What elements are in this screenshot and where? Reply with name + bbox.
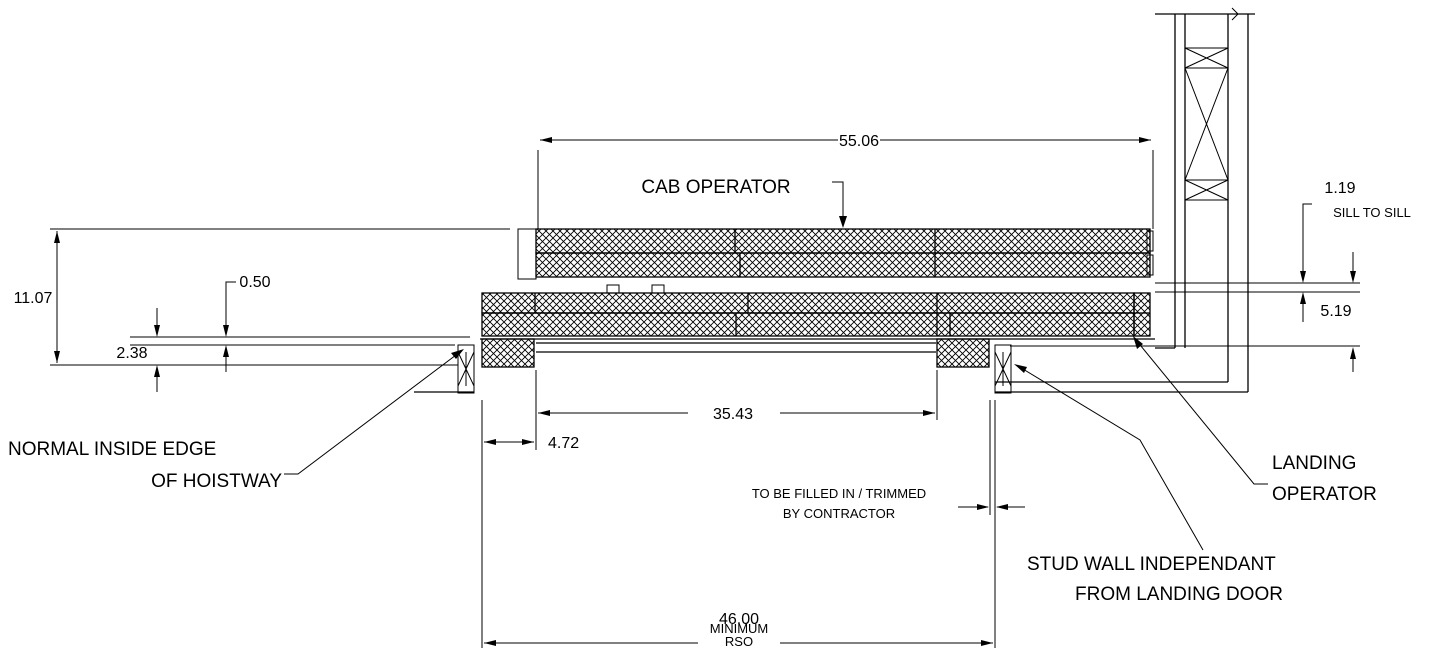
landing-operator-label-line1: LANDING [1272, 453, 1356, 474]
landing-operator-label-line2: OPERATOR [1272, 484, 1377, 505]
normal-edge-label-line2: OF HOISTWAY [151, 471, 282, 492]
cab-operator-label: CAB OPERATOR [641, 177, 790, 198]
dim-4-72-group: 4.72 [484, 435, 579, 452]
dim-2-38: 2.38 [116, 345, 147, 362]
filled-by-contractor-note: TO BE FILLED IN / TRIMMED BY CONTRACTOR [752, 486, 1025, 521]
landing-operator-callout: LANDING OPERATOR [1133, 336, 1377, 505]
dim-sill-to-sill: 1.19 SILL TO SILL [1300, 180, 1411, 322]
stud-wall-label-line1: STUD WALL INDEPENDANT [1027, 554, 1276, 575]
normal-edge-callout: NORMAL INSIDE EDGE OF HOISTWAY [8, 349, 464, 492]
filled-label-line1: TO BE FILLED IN / TRIMMED [752, 486, 926, 501]
dim-0-50-group: 0.50 [223, 274, 271, 372]
cab-operator-callout: CAB OPERATOR [641, 177, 847, 228]
dim-0-50: 0.50 [239, 274, 270, 291]
landing-operator-assembly [480, 284, 1155, 368]
dim-46-00: 46.00 [719, 611, 759, 628]
dim-35-43: 35.43 [713, 406, 753, 423]
sill-to-sill-label: SILL TO SILL [1333, 205, 1411, 220]
dim-1-19: 1.19 [1324, 180, 1355, 197]
hoistway-wall [995, 7, 1255, 393]
dim-5-19-group: 5.19 [1320, 303, 1356, 372]
dim-overall-height: 11.07 [14, 231, 60, 363]
dim-4-72: 4.72 [548, 435, 579, 452]
dim-5-19: 5.19 [1320, 303, 1351, 320]
extension-lines [50, 150, 1360, 648]
rso-label: RSO [725, 634, 753, 648]
dim-11-07: 11.07 [14, 290, 53, 307]
dim-clear-opening: 35.43 [538, 406, 935, 423]
stud-wall-callout: STUD WALL INDEPENDANT FROM LANDING DOOR [1014, 364, 1283, 605]
normal-edge-label-line1: NORMAL INSIDE EDGE [8, 439, 216, 460]
filled-label-line2: BY CONTRACTOR [783, 506, 895, 521]
dim-2-38-group: 2.38 [116, 308, 160, 392]
dim-cab-width: 55.06 [540, 133, 1151, 150]
stud-wall-label-line2: FROM LANDING DOOR [1075, 584, 1283, 605]
dim-55-06: 55.06 [839, 133, 879, 150]
dim-rso-width: 46.00 MINIMUM RSO [484, 611, 993, 648]
minimum-label: MINIMUM [710, 621, 769, 636]
door-jambs [414, 344, 1012, 394]
cab-operator-assembly [517, 228, 1154, 280]
